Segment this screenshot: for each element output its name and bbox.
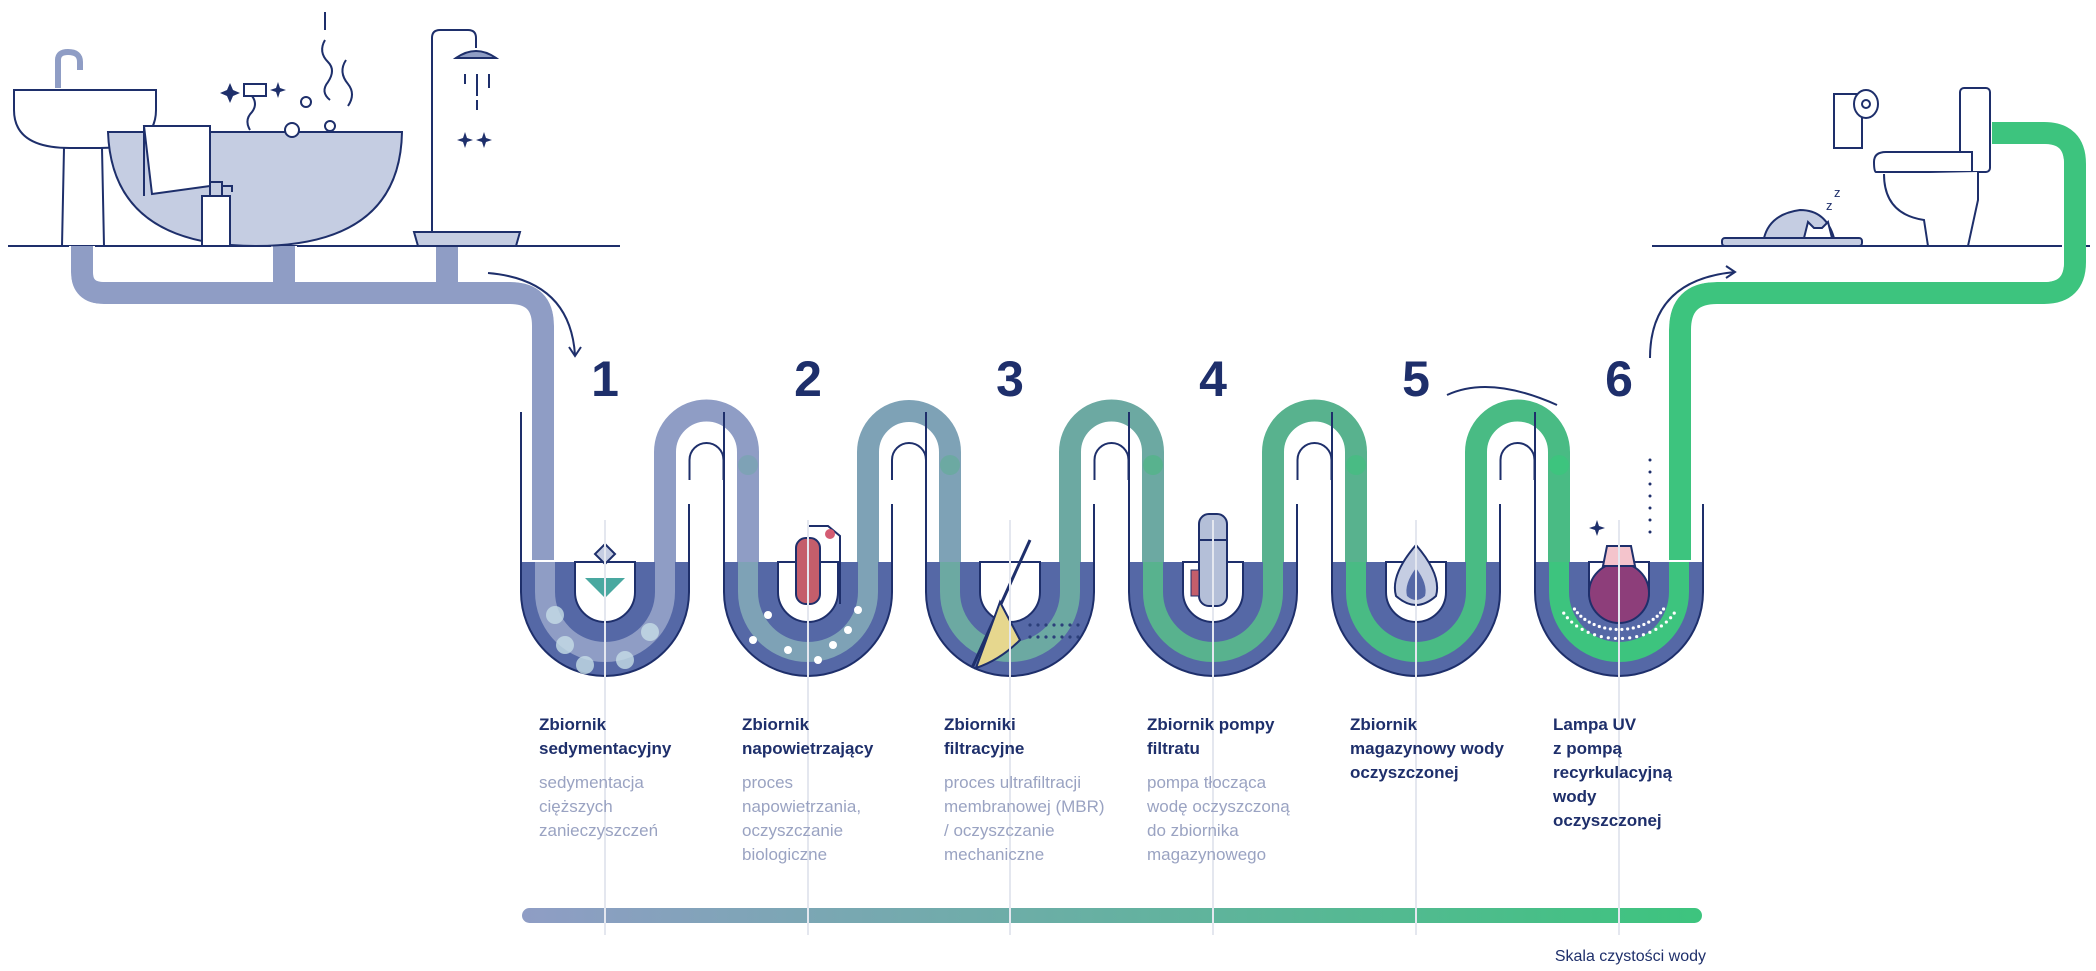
toilet-icon bbox=[1872, 87, 1991, 247]
loop-inner-line bbox=[688, 442, 725, 480]
sparkle-icons bbox=[220, 82, 492, 148]
stage-label-6: Lampa UV z pompą recyrkulacyjną wody ocz… bbox=[1553, 713, 1773, 833]
tank-3 bbox=[925, 399, 1164, 710]
stage-number: 4 bbox=[1199, 351, 1227, 407]
connecting-loop bbox=[1262, 399, 1367, 562]
stage-number: 6 bbox=[1605, 351, 1633, 407]
loop-joint bbox=[738, 455, 758, 475]
stage-title: Zbiorniki filtracyjne bbox=[944, 715, 1025, 758]
stage-label-1: Zbiornik sedymentacyjny sedymentacja cięż… bbox=[539, 713, 759, 843]
loop-joint bbox=[1346, 455, 1366, 475]
stage-description: proces napowietrzania, oczyszczanie biol… bbox=[742, 773, 862, 864]
flow-arrows bbox=[487, 265, 1737, 406]
filter-net-icon bbox=[970, 539, 1080, 670]
tank-1 bbox=[520, 399, 759, 710]
loop-joint bbox=[940, 455, 960, 475]
stage-label-4: Zbiornik pompy filtratu pompa tłocząca wo… bbox=[1147, 713, 1367, 867]
tank-5 bbox=[1331, 399, 1570, 710]
gray-drain-pipes bbox=[71, 246, 554, 560]
tank-4 bbox=[1128, 399, 1367, 710]
stage-number: 3 bbox=[996, 351, 1024, 407]
connecting-loop bbox=[1465, 399, 1570, 562]
stage-number: 5 bbox=[1402, 351, 1430, 407]
treatment-tanks bbox=[520, 399, 1704, 710]
scale-ticks bbox=[604, 520, 1620, 935]
stage-title: Zbiornik magazynowy wody oczyszczonej bbox=[1350, 715, 1504, 782]
loop-inner-line bbox=[1499, 442, 1536, 480]
shower-icon bbox=[412, 29, 522, 247]
cleanliness-scale bbox=[522, 908, 1702, 923]
loop-joint bbox=[1549, 455, 1569, 475]
loop-inner-line bbox=[1296, 442, 1333, 480]
stage-title: Zbiornik pompy filtratu bbox=[1147, 715, 1275, 758]
stage-description: pompa tłocząca wodę oczyszczoną do zbior… bbox=[1147, 773, 1290, 864]
stage-label-3: Zbiorniki filtracyjne proces ultrafiltrac… bbox=[944, 713, 1164, 867]
stage-label-2: Zbiornik napowietrzający proces napowietr… bbox=[742, 713, 962, 867]
stage-number: 2 bbox=[794, 351, 822, 407]
loop-joint bbox=[1143, 455, 1163, 475]
stage-description: proces ultrafiltracji membranowej (MBR) … bbox=[944, 773, 1105, 864]
scale-gradient-bar bbox=[522, 908, 1702, 923]
pump-cylinder-icon bbox=[1190, 513, 1228, 607]
clean-pipe-inner-line bbox=[1667, 144, 2064, 560]
bathtub-icon bbox=[106, 12, 404, 248]
clean-water-pipe bbox=[1669, 122, 2086, 560]
stage-title: Zbiornik sedymentacyjny bbox=[539, 715, 672, 758]
svg-text:z: z bbox=[1826, 198, 1833, 213]
stage-title: Zbiornik napowietrzający bbox=[742, 715, 874, 758]
loop-inner-line bbox=[891, 442, 927, 480]
stage-number: 1 bbox=[591, 351, 619, 407]
sleeping-cat-icon: z z bbox=[1721, 185, 1863, 247]
svg-text:z: z bbox=[1834, 185, 1841, 200]
connecting-loop bbox=[857, 400, 961, 562]
stage-description: sedymentacja cięższych zanieczyszczeń bbox=[539, 773, 659, 840]
toilet-paper-icon bbox=[1833, 89, 1879, 149]
scale-label: Skala czystości wody bbox=[1554, 948, 1706, 965]
connecting-loop bbox=[1059, 399, 1164, 562]
uv-dots bbox=[1648, 458, 1652, 534]
loop-inner-line bbox=[1093, 442, 1130, 480]
tank-2 bbox=[723, 400, 961, 710]
stage-label-5: Zbiornik magazynowy wody oczyszczonej bbox=[1350, 713, 1570, 785]
connecting-loop bbox=[654, 399, 759, 562]
stage-title: Lampa UV z pompą recyrkulacyjną wody ocz… bbox=[1553, 715, 1673, 830]
stage-numbers: 1 2 3 4 5 6 bbox=[591, 351, 1633, 407]
